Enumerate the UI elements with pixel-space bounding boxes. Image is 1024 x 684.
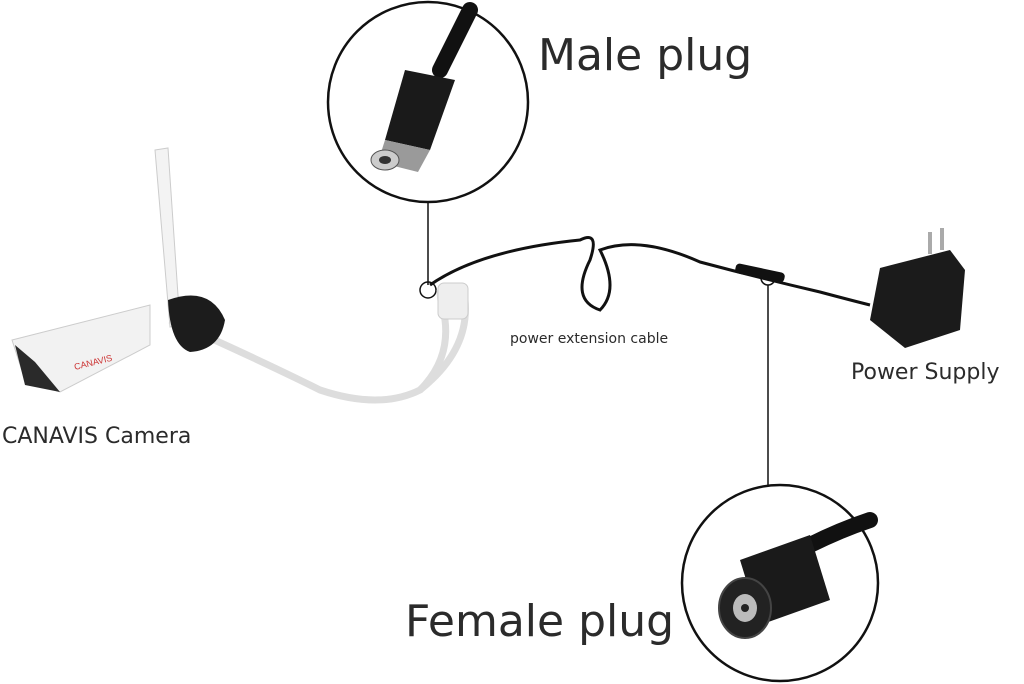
power-supply-label: Power Supply: [851, 360, 1000, 385]
extension-cable-label: power extension cable: [510, 331, 669, 347]
extension-cable: [429, 236, 871, 312]
camera: CANAVIS: [11, 147, 225, 393]
male-callout-ring: [419, 281, 437, 299]
power-supply-adapter: [870, 228, 965, 348]
male-plug-detail: [326, 0, 530, 204]
male-plug-label: Male plug: [538, 30, 753, 81]
female-connector: [735, 263, 785, 283]
female-plug-label: Female plug: [405, 596, 675, 647]
camera-mount: [168, 295, 225, 352]
camera-label: CANAVIS Camera: [2, 424, 192, 449]
female-plug-detail: [680, 483, 880, 683]
camera-connector: [437, 282, 469, 320]
